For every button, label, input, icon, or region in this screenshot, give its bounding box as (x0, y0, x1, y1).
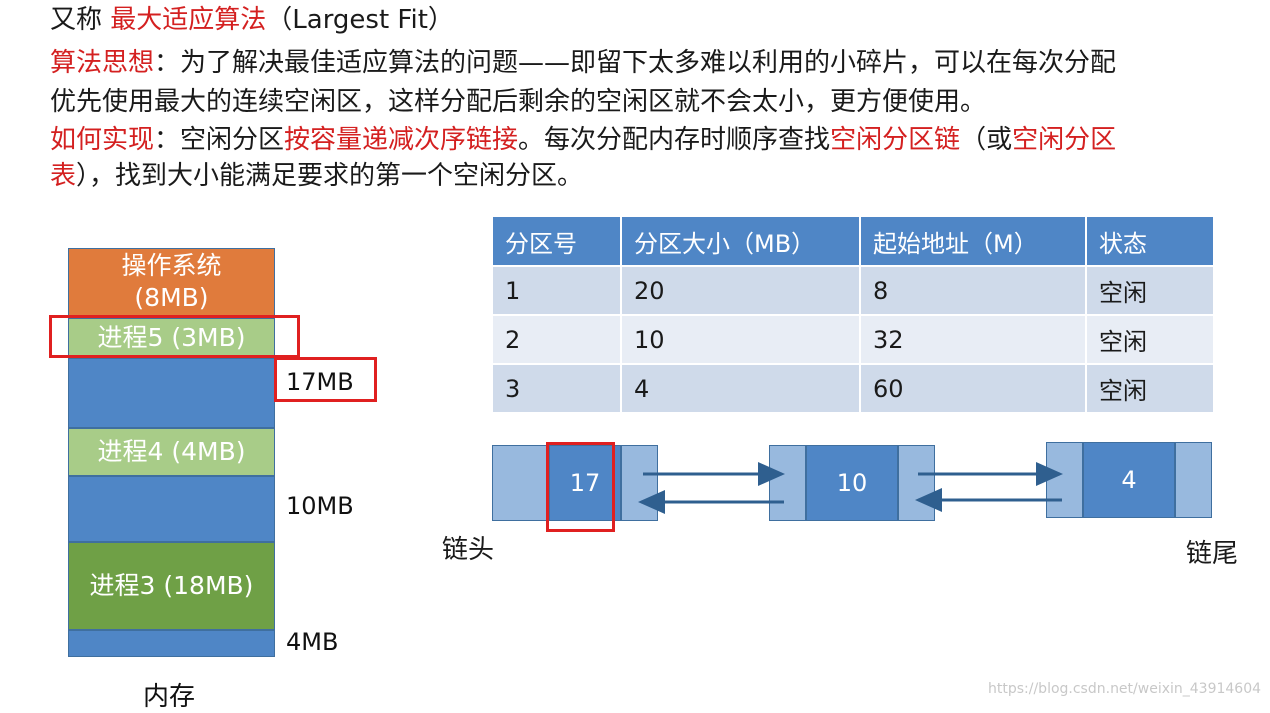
table-row: 2 10 32 空闲 (491, 314, 1215, 365)
cell-size: 10 (620, 314, 861, 365)
mem-block-os: 操作系统 (8MB) (68, 248, 275, 316)
col-partition-id: 分区号 (491, 215, 622, 267)
idea-line-2: 优先使用最大的连续空闲区，这样分配后剩余的空闲区就不会太小，更方便使用。 (50, 84, 986, 120)
col-status: 状态 (1085, 215, 1215, 267)
impl-text-3: （或 (960, 125, 1013, 155)
cell-address: 32 (859, 314, 1087, 365)
mem-block-process3: 进程3 (18MB) (68, 542, 275, 630)
table-header-row: 分区号 分区大小（MB） 起始地址（M） 状态 (491, 215, 1215, 267)
mem-block-process5: 进程5 (3MB) (68, 318, 275, 358)
idea-text: ：为了解决最佳适应算法的问题——即留下太多难以利用的小碎片，可以在每次分配 (154, 48, 1117, 78)
free-size-17: 17MB (286, 368, 354, 396)
free-size-10: 10MB (286, 492, 354, 520)
impl-highlight-2: 空闲分区链 (830, 125, 961, 155)
partition-table: 分区号 分区大小（MB） 起始地址（M） 状态 1 20 8 空闲 2 10 3… (491, 215, 1215, 414)
mem-block-os-label: 操作系统 (121, 251, 222, 280)
idea-line: 算法思想：为了解决最佳适应算法的问题——即留下太多难以利用的小碎片，可以在每次分… (50, 45, 1116, 81)
mem-block-free-4 (68, 630, 275, 657)
cell-status: 空闲 (1085, 314, 1215, 365)
node2-label: 10 (836, 469, 868, 497)
cell-address: 8 (859, 265, 1087, 316)
impl-text-4: ），找到大小能满足要求的第一个空闲分区。 (76, 161, 584, 191)
cell-id: 3 (491, 363, 622, 414)
free-size-4: 4MB (286, 628, 339, 656)
mem-block-process4-label: 进程4 (4MB) (97, 437, 246, 466)
impl-text-1: ：空闲分区 (154, 125, 285, 155)
impl-label: 如何实现 (50, 125, 155, 155)
impl-line: 如何实现：空闲分区按容量递减次序链接。每次分配内存时顺序查找空闲分区链（或空闲分… (50, 122, 1116, 158)
highlight-process5 (49, 315, 300, 358)
list-tail-label: 链尾 (1186, 539, 1239, 569)
impl-highlight-1: 按容量递减次序链接 (284, 125, 519, 155)
cell-status: 空闲 (1085, 265, 1215, 316)
idea-label: 算法思想 (50, 48, 155, 78)
highlight-17mb (274, 357, 377, 402)
impl-line-2: 表），找到大小能满足要求的第一个空闲分区。 (50, 158, 583, 194)
node1-value: 17 (549, 445, 621, 521)
memory-caption: 内存 (143, 682, 196, 712)
title-suffix: （Largest Fit） (266, 5, 454, 35)
title-prefix: 又称 (50, 5, 111, 35)
mem-block-process5-label: 进程5 (3MB) (97, 323, 246, 352)
table-row: 1 20 8 空闲 (491, 265, 1215, 316)
node3-value: 4 (1083, 442, 1175, 518)
node3-next-pointer (1175, 442, 1212, 518)
table-row: 3 4 60 空闲 (491, 363, 1215, 414)
mem-block-os-size: (8MB) (134, 283, 209, 312)
cell-id: 1 (491, 265, 622, 316)
title-line: 又称 最大适应算法（Largest Fit） (50, 2, 454, 38)
node2-value: 10 (806, 445, 898, 521)
node3-label: 4 (1121, 466, 1137, 494)
highlight-node-17 (546, 442, 615, 532)
list-head-label: 链头 (442, 535, 495, 565)
mem-block-process3-label: 进程3 (18MB) (89, 571, 254, 600)
mem-block-free-17 (68, 358, 275, 428)
cell-id: 2 (491, 314, 622, 365)
cell-size: 4 (620, 363, 861, 414)
col-partition-size: 分区大小（MB） (620, 215, 861, 267)
impl-highlight-4: 表 (50, 161, 77, 191)
idea-text-2: 优先使用最大的连续空闲区，这样分配后剩余的空闲区就不会太小，更方便使用。 (50, 87, 987, 117)
watermark: https://blog.csdn.net/weixin_43914604 (988, 681, 1262, 697)
impl-text-2: 。每次分配内存时顺序查找 (518, 125, 831, 155)
cell-size: 20 (620, 265, 861, 316)
cell-address: 60 (859, 363, 1087, 414)
impl-highlight-3: 空闲分区 (1012, 125, 1117, 155)
cell-status: 空闲 (1085, 363, 1215, 414)
mem-block-process4: 进程4 (4MB) (68, 428, 275, 476)
node1-label: 17 (569, 469, 601, 497)
col-start-address: 起始地址（M） (859, 215, 1087, 267)
title-algorithm-name: 最大适应算法 (110, 5, 267, 35)
mem-block-free-10 (68, 476, 275, 542)
